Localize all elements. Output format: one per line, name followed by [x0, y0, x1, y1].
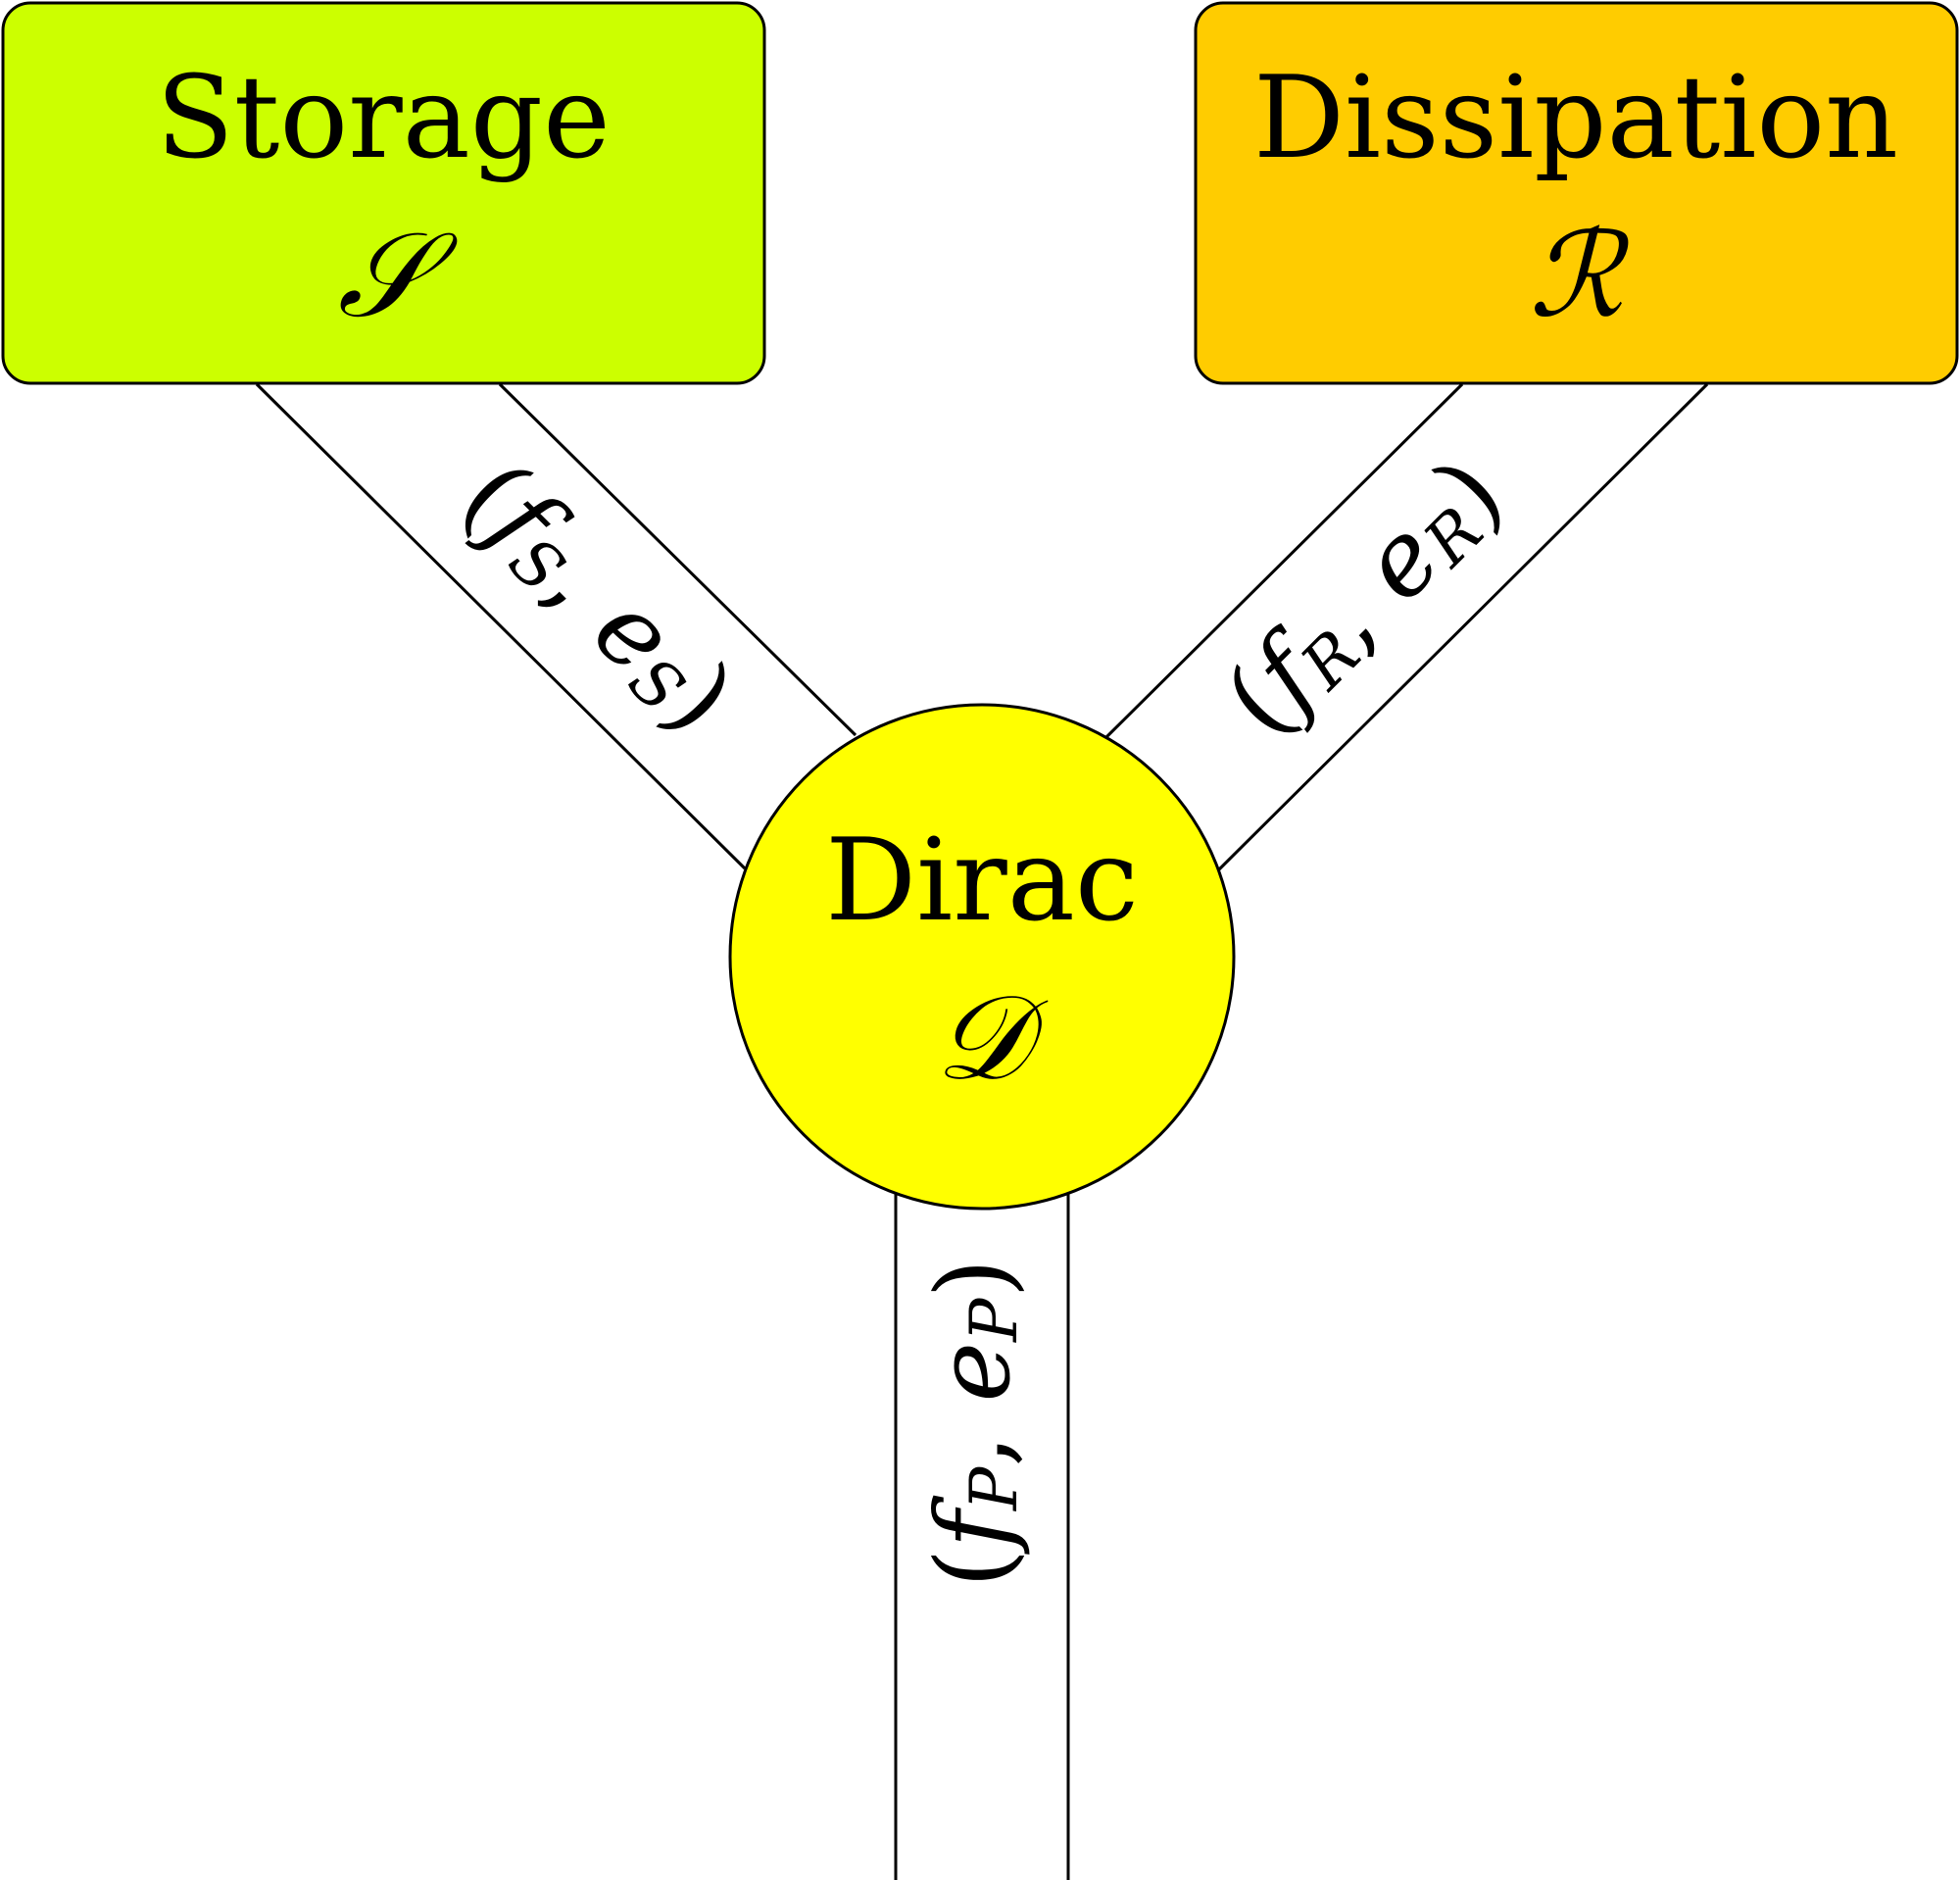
svg-text:(fP, eP): (fP, eP) [913, 1259, 1033, 1588]
dirac-node: Dirac 𝒟 [728, 703, 1236, 1211]
external-port-e: e [913, 1342, 1033, 1403]
storage-bond [255, 382, 858, 870]
svg-text:(fS, eS): (fS, eS) [439, 437, 758, 756]
dissipation-node: Dissipation ℛ [1194, 1, 1959, 385]
dissipation-bond-left-edge [1104, 382, 1464, 739]
dissipation-bond-right-edge [1217, 382, 1709, 871]
external-port-close: ) [913, 1259, 1033, 1299]
external-bond [894, 1194, 1070, 1880]
dirac-circle [728, 703, 1236, 1211]
external-port-fsub: P [956, 1465, 1032, 1511]
dissipation-title: Dissipation [1253, 52, 1898, 184]
external-port-open: ( [913, 1549, 1033, 1589]
storage-box [1, 1, 766, 385]
storage-title: Storage [156, 52, 610, 184]
external-port-sep: , [913, 1435, 1033, 1467]
dissipation-box [1194, 1, 1959, 385]
storage-bond-right-edge [498, 382, 858, 737]
external-port-esub: P [956, 1297, 1032, 1343]
dirac-title: Dirac [825, 815, 1139, 947]
dissipation-bond [1104, 382, 1709, 871]
storage-bond-left-edge [255, 382, 747, 870]
external-port-label: (fP, eP) [913, 1259, 1033, 1588]
storage-port-label: (fS, eS) [439, 437, 758, 756]
dissipation-symbol: ℛ [1529, 208, 1630, 344]
storage-node: Storage 𝒮 [1, 1, 766, 385]
